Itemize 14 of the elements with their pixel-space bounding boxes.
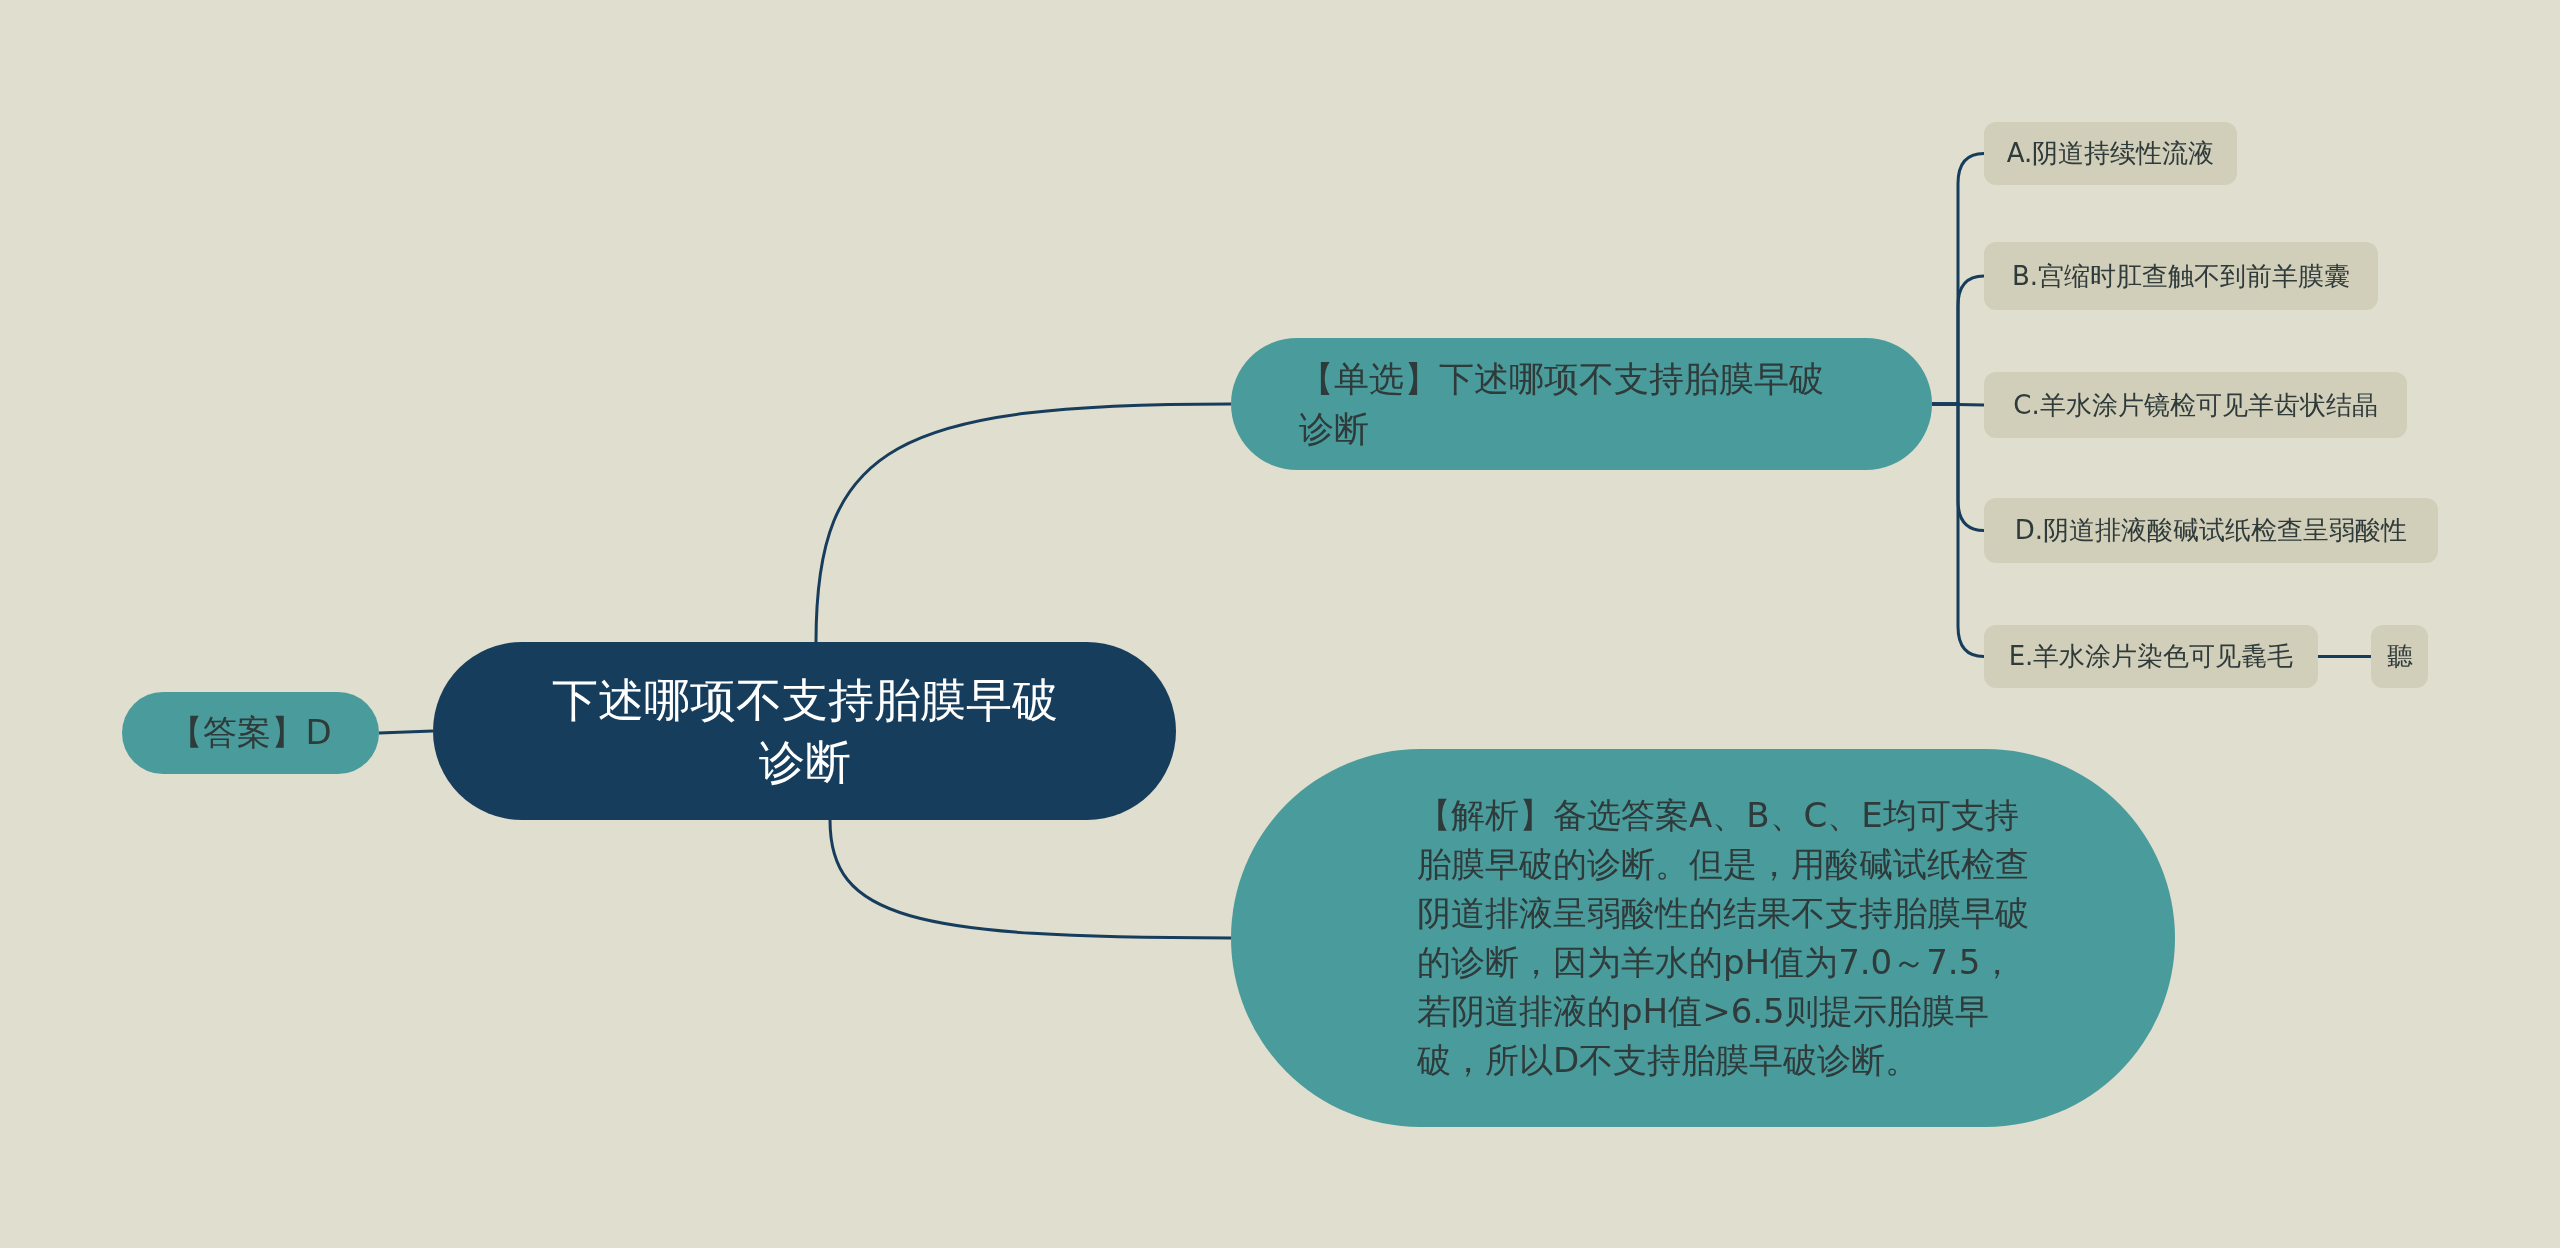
answer-pill: 【答案】D xyxy=(122,692,379,774)
connector-line xyxy=(828,819,1231,940)
connector-line xyxy=(814,402,1231,643)
option-box: D.阴道排液酸碱试纸检查呈弱酸性 xyxy=(1984,498,2438,563)
option-box: 聽 xyxy=(2371,625,2428,688)
option-box: C.羊水涂片镜检可见羊齿状结晶 xyxy=(1984,372,2407,438)
option-box: B.宫缩时肛查触不到前羊膜囊 xyxy=(1984,242,2378,310)
analysis-pill: 【解析】备选答案A、B、C、E均可支持胎膜早破的诊断。但是，用酸碱试纸检查阴道排液呈弱酸性的结果不支持胎膜早破的诊断，因为羊水的pH值为7.0～7.5，若阴道排液的pH值>6.5则提示胎膜早破，所以D不支持胎膜早破诊断。 xyxy=(1231,749,2175,1127)
topic-pill: 下述哪项不支持胎膜早破诊断 xyxy=(433,642,1176,820)
option-box: A.阴道持续性流液 xyxy=(1984,122,2237,185)
question-pill: 【单选】下述哪项不支持胎膜早破诊断 xyxy=(1231,338,1932,470)
connector-line xyxy=(2318,655,2371,658)
option-box: E.羊水涂片染色可见毳毛 xyxy=(1984,625,2318,688)
connector-line xyxy=(378,729,434,735)
